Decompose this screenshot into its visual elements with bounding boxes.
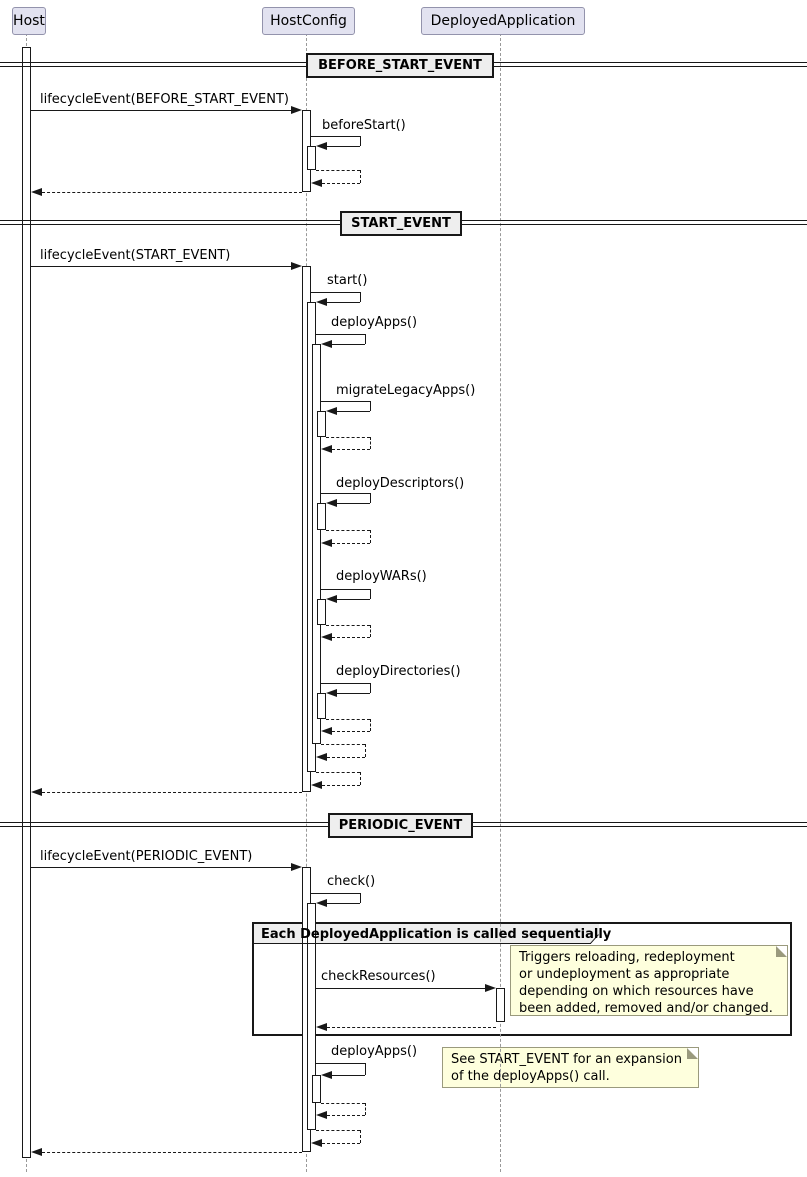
lifeline-deployedapplication: [500, 33, 501, 1172]
message-label: deployApps(): [331, 1044, 418, 1059]
arrowhead-left: [321, 727, 332, 735]
arrowhead-left: [321, 445, 332, 453]
message-label: beforeStart(): [322, 118, 406, 133]
arrowhead-left: [321, 633, 332, 641]
arrowhead-left: [31, 788, 42, 796]
note-check-resources: Triggers reloading, redeployment or unde…: [510, 945, 788, 1016]
arrowhead-left: [326, 407, 337, 415]
arrowhead-left: [316, 899, 327, 907]
arrowhead-left: [316, 142, 327, 150]
message-label: check(): [327, 874, 376, 889]
message-label: lifecycleEvent(BEFORE_START_EVENT): [40, 92, 289, 107]
divider-label: BEFORE_START_EVENT: [318, 58, 482, 73]
group-title: Each DeployedApplication is called seque…: [261, 927, 612, 942]
group-header: [254, 924, 599, 944]
message-label: deployDirectories(): [336, 664, 461, 679]
activation-bar: [317, 411, 326, 437]
arrowhead-left: [311, 179, 322, 187]
message-label: lifecycleEvent(PERIODIC_EVENT): [40, 849, 253, 864]
participant-hostconfig-label: HostConfig: [270, 13, 347, 29]
arrowhead-left: [316, 753, 327, 761]
message-label: deployWARs(): [336, 569, 427, 584]
arrowhead-left: [316, 1111, 327, 1119]
divider-label-box: BEFORE_START_EVENT: [306, 53, 494, 78]
message-label: deployApps(): [331, 315, 418, 330]
arrowhead-right: [485, 984, 496, 992]
arrowhead-left: [31, 188, 42, 196]
activation-bar: [307, 146, 316, 170]
participant-host-label: Host: [13, 13, 45, 29]
note-deploy-apps: See START_EVENT for an expansion of the …: [442, 1047, 699, 1088]
divider-label-box: START_EVENT: [340, 211, 462, 236]
participant-deployedapplication-label: DeployedApplication: [430, 13, 576, 29]
arrowhead-left: [316, 1023, 327, 1031]
arrowhead-left: [321, 340, 332, 348]
arrowhead-right: [291, 106, 302, 114]
activation-bar: [312, 1075, 321, 1103]
participant-hostconfig: HostConfig: [262, 7, 355, 35]
participant-deployedapplication: DeployedApplication: [421, 7, 585, 35]
group-header-underline: [254, 943, 591, 944]
participant-host: Host: [12, 7, 46, 35]
arrowhead-left: [326, 595, 337, 603]
arrowhead-right: [291, 262, 302, 270]
arrowhead-right: [291, 863, 302, 871]
arrowhead-left: [311, 1139, 322, 1147]
arrowhead-left: [326, 499, 337, 507]
arrowhead-left: [31, 1148, 42, 1156]
arrowhead-left: [321, 539, 332, 547]
group-box: [252, 922, 792, 1036]
activation-bar: [317, 693, 326, 719]
divider-label: START_EVENT: [351, 216, 451, 231]
arrowhead-left: [321, 1071, 332, 1079]
message-label: deployDescriptors(): [336, 476, 465, 491]
activation-bar-deployedapplication: [496, 988, 505, 1022]
arrowhead-left: [326, 689, 337, 697]
message-label: start(): [327, 273, 368, 288]
activation-bar: [317, 503, 326, 530]
message-label: lifecycleEvent(START_EVENT): [40, 248, 231, 263]
divider-label-box: PERIODIC_EVENT: [328, 813, 473, 838]
divider-label: PERIODIC_EVENT: [338, 818, 463, 833]
activation-bar: [317, 599, 326, 625]
message-label: migrateLegacyApps(): [336, 383, 476, 398]
activation-bar: [307, 903, 316, 1130]
message-label: checkResources(): [321, 969, 436, 984]
activation-bar-host: [22, 47, 31, 1158]
arrowhead-left: [311, 781, 322, 789]
arrowhead-left: [316, 298, 327, 306]
activation-bar: [312, 344, 321, 744]
